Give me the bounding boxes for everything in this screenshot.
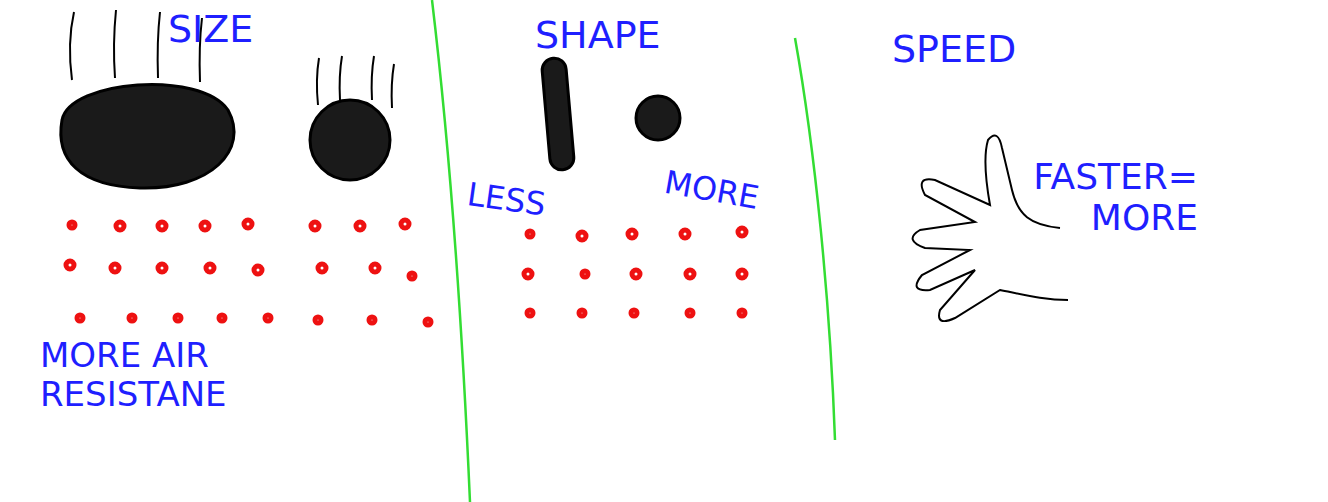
small-ball <box>310 100 390 180</box>
note-text: FASTER= MORE <box>1020 156 1198 239</box>
long-stick <box>541 57 575 171</box>
panel-heading: SIZE <box>168 8 253 52</box>
round-ball <box>636 96 680 140</box>
falling-objects <box>61 57 680 188</box>
comparison-label: LESS <box>465 176 548 223</box>
divider-line <box>432 0 470 502</box>
divider-line <box>795 38 835 440</box>
note-text: MORE AIR RESISTANE <box>40 336 255 414</box>
panel-heading: SPEED <box>892 28 1016 72</box>
air-particles <box>66 220 746 325</box>
panel-dividers <box>432 0 835 502</box>
large-blob <box>61 85 234 189</box>
panel-heading: SHAPE <box>535 14 661 58</box>
comparison-label: MORE <box>662 164 762 217</box>
